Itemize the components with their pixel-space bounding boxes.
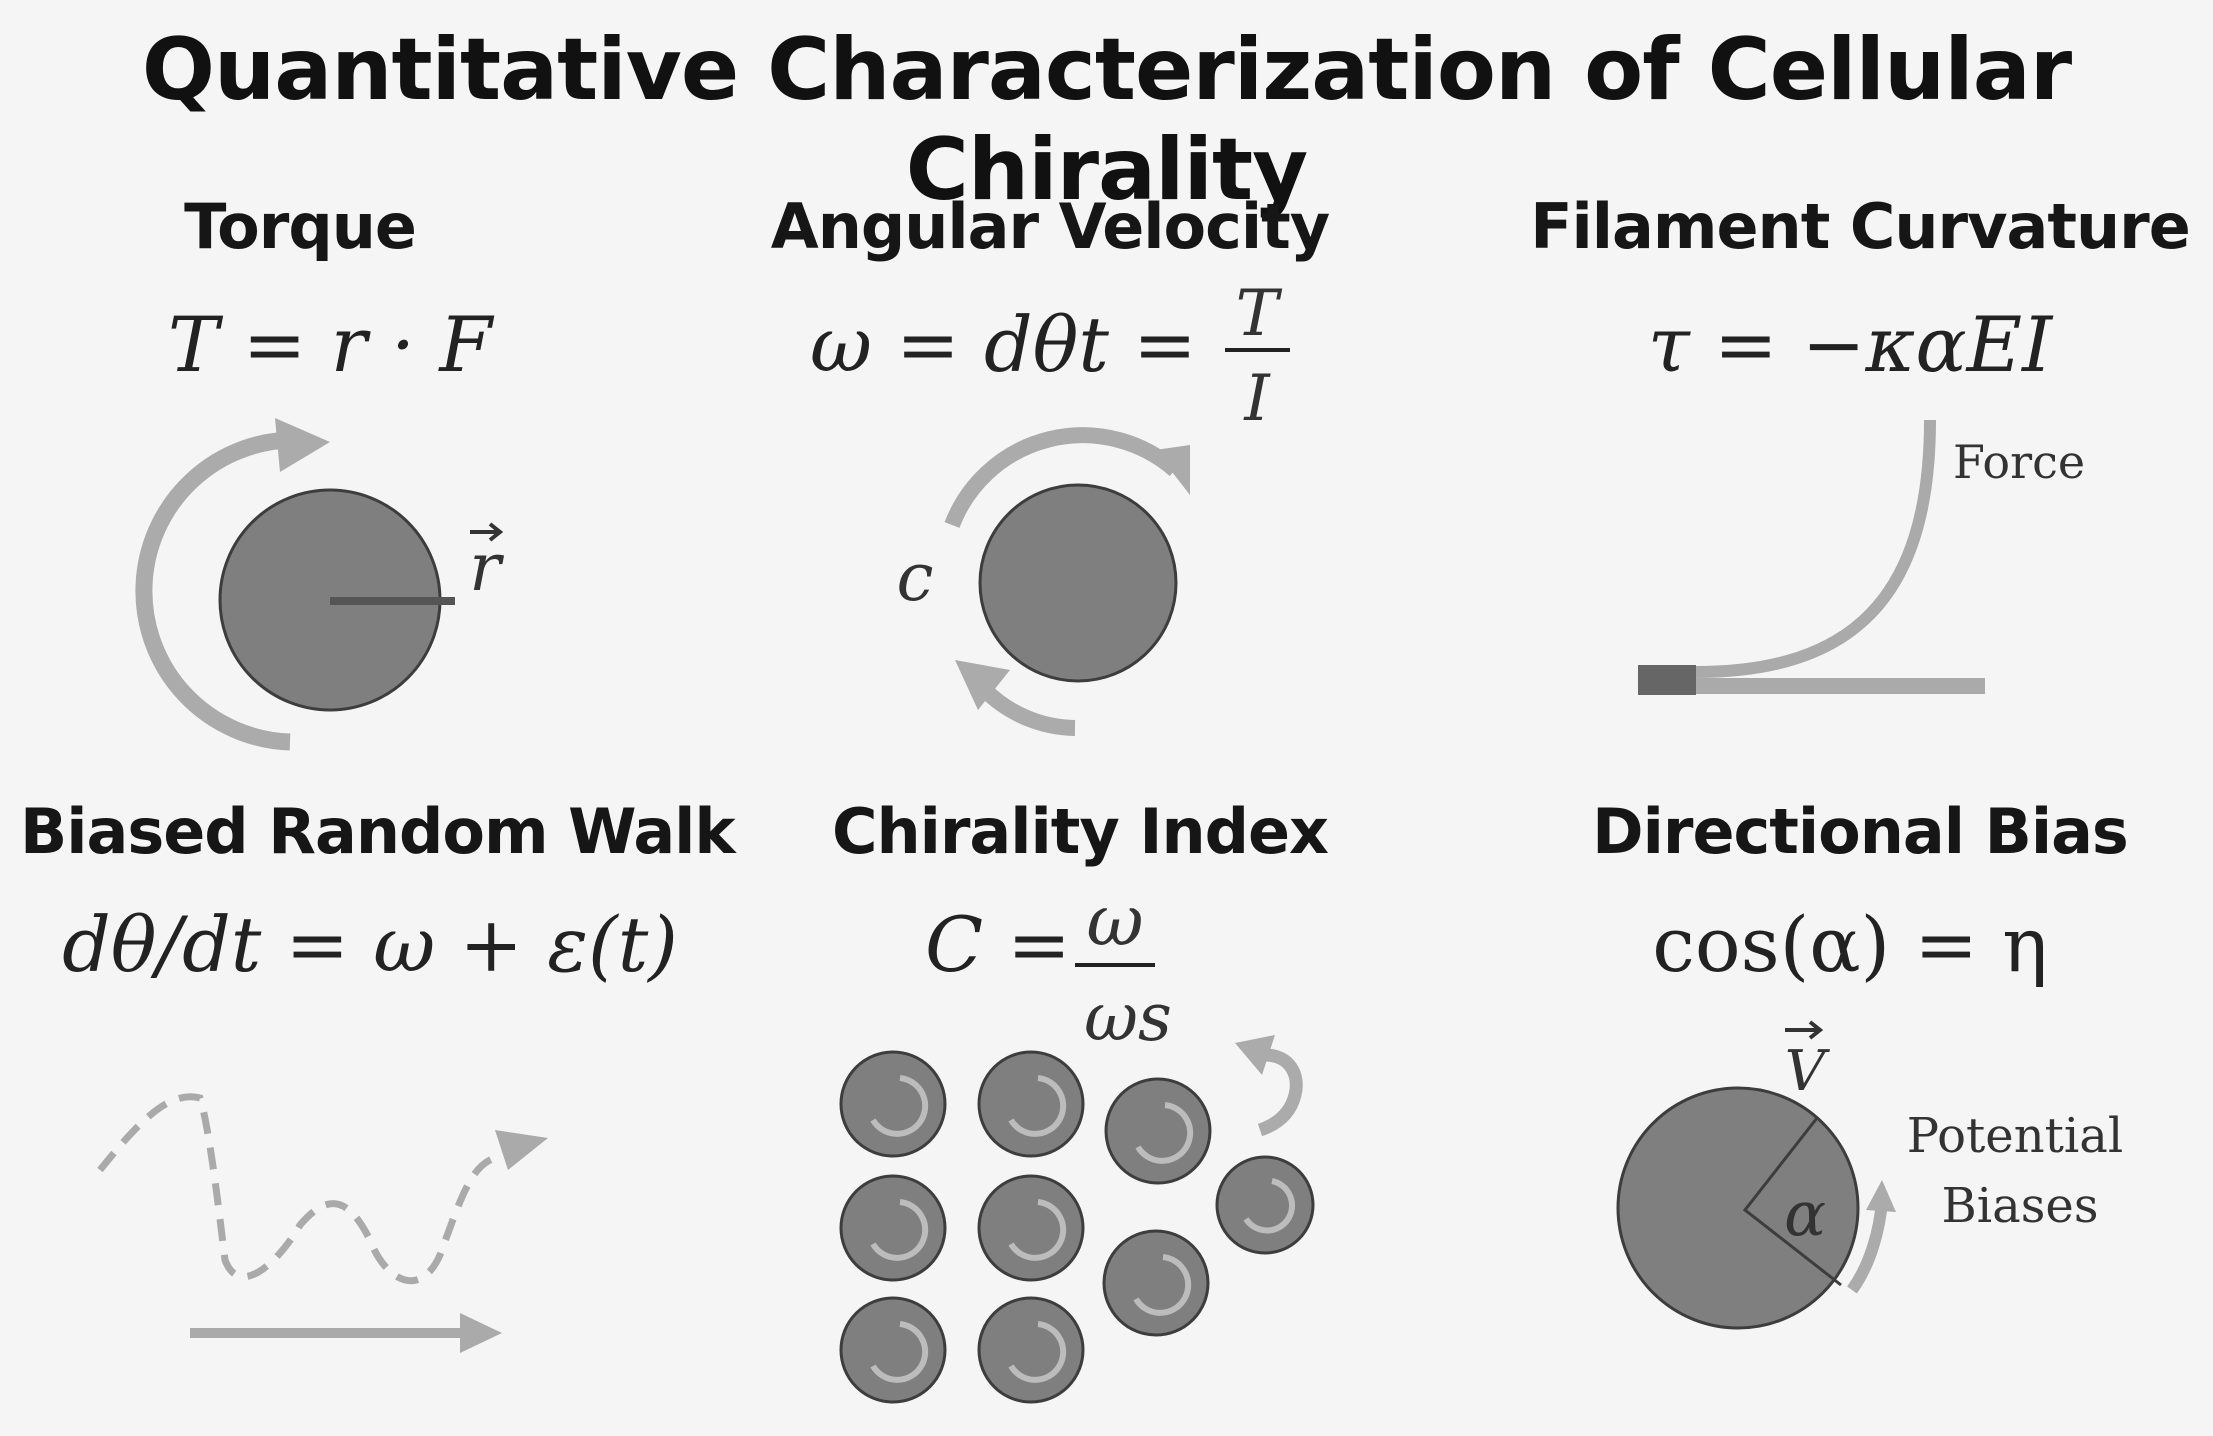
angular-velocity-top-arc	[944, 427, 1181, 528]
grid-cell	[839, 1050, 947, 1158]
grid-cell	[839, 1296, 947, 1404]
angular-velocity-cell	[978, 483, 1178, 683]
filament-curvature-heading: Filament Curvature	[1530, 190, 2191, 263]
angular-velocity-fraction: T I	[1225, 277, 1290, 436]
grid-cell	[977, 1296, 1085, 1404]
bias-cell	[1616, 1086, 1860, 1330]
filament-formula: τ = −καEI	[1647, 300, 2053, 389]
torque-rotation-arrow	[135, 431, 301, 751]
random-walk-illustration	[97, 1093, 548, 1353]
angular-velocity-frac-num: T	[1236, 277, 1283, 351]
random-walk-path-arrow-head	[495, 1130, 548, 1170]
grid-cell-swirl	[870, 1321, 929, 1383]
page-title: Quantitative Characterization of Cellula…	[141, 20, 2072, 220]
angular-velocity-frac-den: I	[1243, 362, 1271, 436]
grid-cell-swirl	[870, 1075, 929, 1137]
torque-vector-label: r	[469, 529, 504, 606]
grid-cell	[977, 1050, 1085, 1158]
torque-vector-arrow	[470, 522, 504, 542]
random-walk-formula: dθ/dt = ω + ε(t)	[62, 900, 678, 989]
random-walk-path	[97, 1093, 502, 1285]
random-walk-axis-arrow-head	[460, 1313, 502, 1353]
bias-label-line-1: Potential	[1907, 1108, 2123, 1164]
chirality-rotation-arrow	[1257, 1048, 1303, 1137]
angular-velocity-arc-label: c	[897, 539, 934, 616]
chirality-index-fraction: ω ωs	[1075, 880, 1172, 1056]
torque-illustration: r	[135, 418, 504, 751]
angular-velocity-illustration: c	[897, 427, 1190, 736]
bias-vector-arrow	[1785, 1020, 1824, 1040]
torque-heading: Torque	[184, 190, 417, 263]
grid-cell-swirl	[1243, 1178, 1296, 1234]
chirality-index-illustration	[839, 1035, 1315, 1404]
filament-force-label: Force	[1953, 435, 2085, 489]
random-walk-heading: Biased Random Walk	[20, 795, 736, 868]
grid-cell	[1102, 1229, 1210, 1337]
filament-illustration: Force	[1638, 419, 2085, 695]
grid-cell-swirl	[870, 1199, 929, 1261]
filament-bent-curve	[1695, 419, 1936, 678]
grid-cell-swirl	[1008, 1199, 1067, 1261]
cell-grid	[839, 1050, 1315, 1404]
torque-arrow-head	[275, 418, 330, 472]
grid-cell-swirl	[1135, 1102, 1194, 1164]
grid-cell	[977, 1174, 1085, 1282]
angular-velocity-top-arrow-head	[1155, 445, 1190, 495]
bias-vector-label: V	[1785, 1039, 1831, 1104]
bias-angle-label: α	[1784, 1177, 1826, 1250]
bias-angle-wedge	[1742, 1117, 1842, 1287]
directional-bias-formula: cos(α) = η	[1652, 900, 2048, 989]
grid-cell-swirl	[1008, 1075, 1067, 1137]
angular-velocity-formula: ω = dθt =	[810, 300, 1310, 389]
bias-rotation-arrow-head	[1866, 1180, 1896, 1212]
angular-velocity-bottom-arrow-head	[955, 660, 1010, 710]
chirality-index-formula: C =	[925, 900, 1125, 989]
grid-cell	[1104, 1077, 1212, 1185]
torque-formula: T = r · F	[167, 300, 493, 389]
directional-bias-illustration: α V Potential Biases	[1616, 1020, 2123, 1330]
chirality-rotation-arrow-head	[1235, 1035, 1275, 1075]
bias-label-line-2: Biases	[1942, 1178, 2099, 1234]
grid-cell-swirl	[1008, 1321, 1067, 1383]
chirality-index-frac-num: ω	[1086, 880, 1143, 962]
chirality-index-heading: Chirality Index	[831, 795, 1329, 868]
angular-velocity-heading: Angular Velocity	[770, 190, 1330, 263]
directional-bias-heading: Directional Bias	[1592, 795, 2129, 868]
grid-cell	[1215, 1155, 1315, 1255]
filament-anchor	[1638, 665, 1696, 695]
chirality-index-formula-left: C =	[925, 900, 1071, 989]
cell-swirls	[870, 1075, 1296, 1383]
grid-cell	[839, 1174, 947, 1282]
grid-cell-swirl	[1133, 1254, 1192, 1316]
chirality-index-frac-den: ωs	[1084, 979, 1172, 1056]
angular-velocity-formula-left: ω = dθt =	[810, 300, 1197, 389]
angular-velocity-bottom-arc	[979, 684, 1076, 736]
